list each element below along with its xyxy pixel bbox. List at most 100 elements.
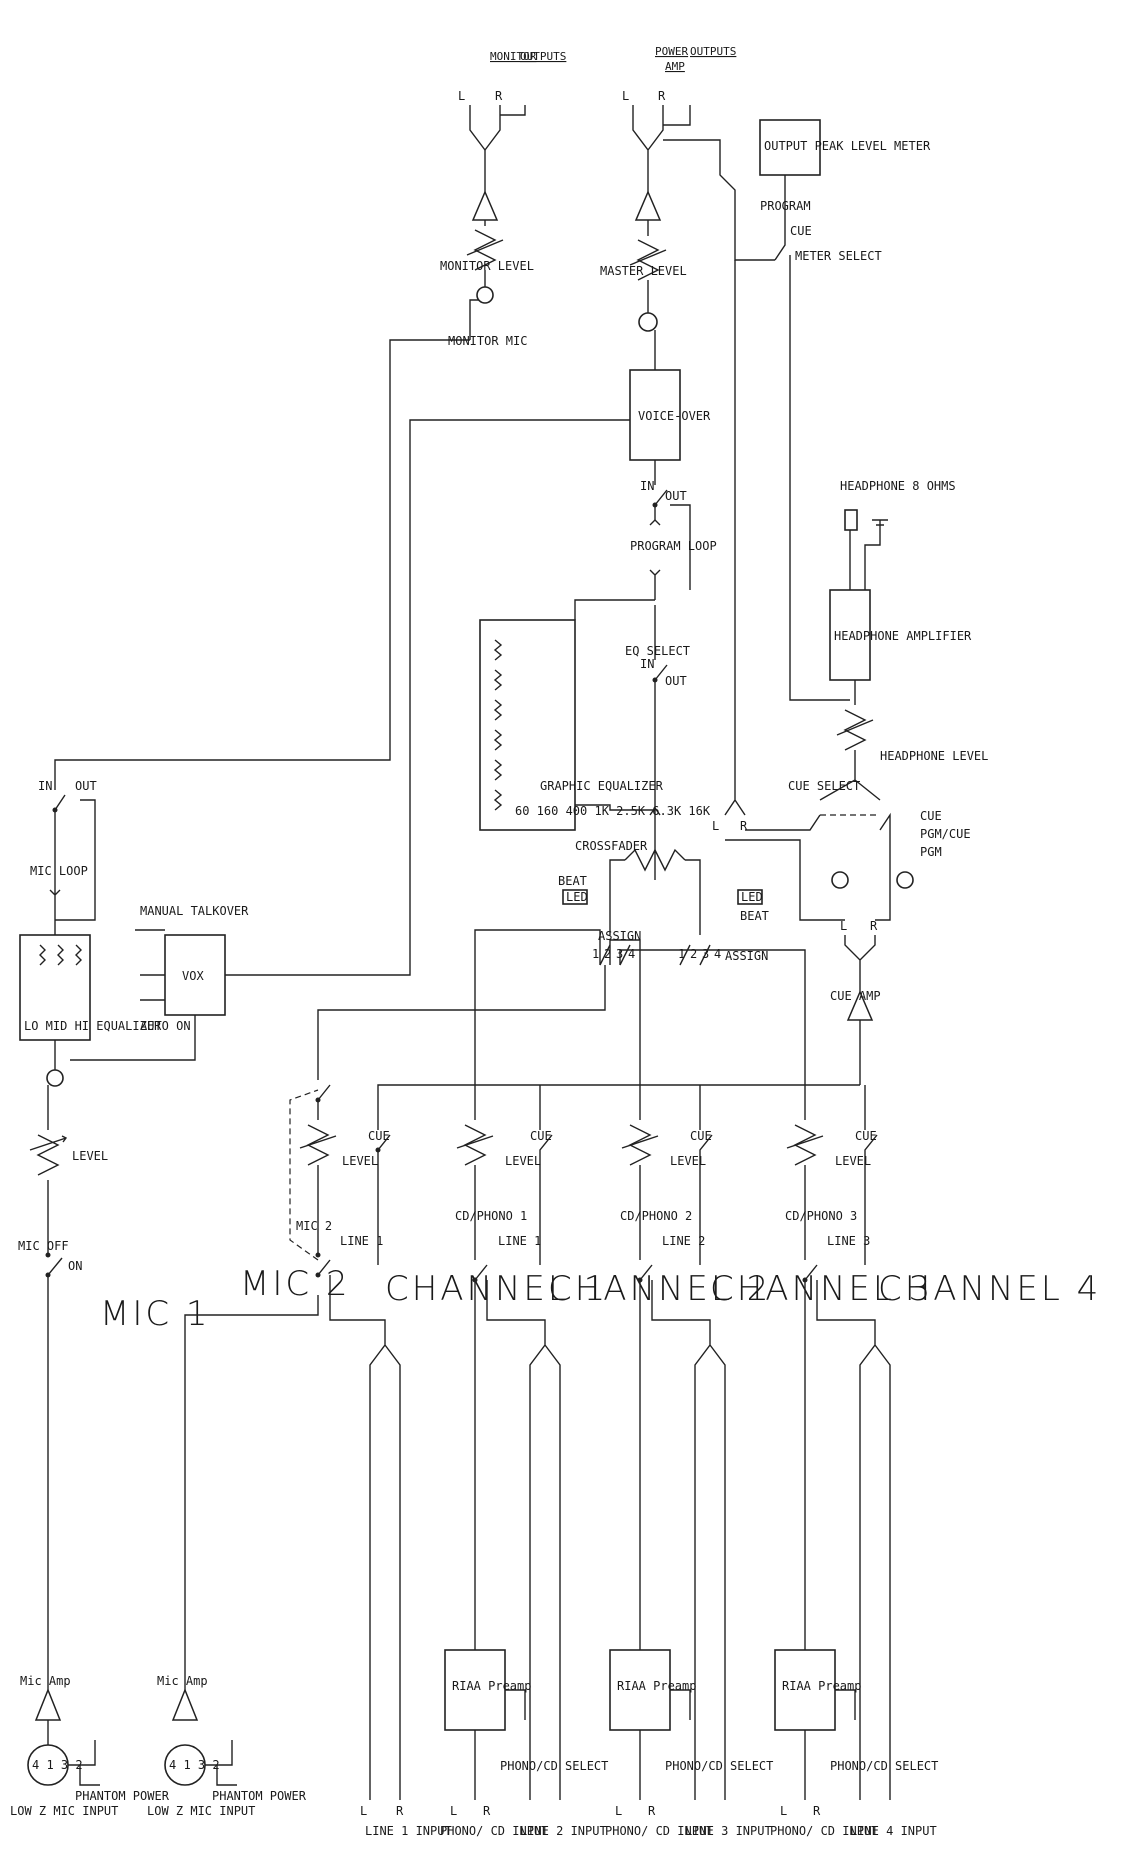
mic1-title: MIC 1 xyxy=(100,1294,211,1334)
pgm-r: R xyxy=(740,819,748,833)
ch4-cue: CUE xyxy=(855,1129,877,1143)
voice-over-block xyxy=(629,369,681,461)
ch4-jack-l: L xyxy=(780,1804,787,1818)
assign-num-3: 3 xyxy=(616,947,623,961)
pgm-l: L xyxy=(712,819,719,833)
monitor-amp-triangle xyxy=(471,190,499,221)
mic-on-label: ON xyxy=(68,1259,82,1273)
ch1-cue: CUE xyxy=(368,1129,390,1143)
channel2-title: CHANNEL 2 xyxy=(548,1269,771,1309)
mic1-chain: 4 1 3 2 Mic Amp PHANTOM POWER LOW Z MIC … xyxy=(10,339,635,1818)
mic2-channel1-chain: 4 1 3 2 Mic Amp PHANTOM POWER LOW Z MIC … xyxy=(147,965,860,1838)
eq-select-label: EQ SELECT xyxy=(625,644,690,658)
crossfader-label: CROSSFADER xyxy=(575,839,648,853)
assign-crossfader: 1 2 3 4 1 2 3 4 ASSIGN ASSIGN CROSSFADER… xyxy=(558,806,769,966)
headphone-label: HEADPHONE 8 OHMS xyxy=(840,479,956,493)
ch3-riaa: RIAA Preamp xyxy=(617,1679,696,1693)
monitor-outputs-a: MONITOR xyxy=(490,50,537,63)
graphic-eq-label: GRAPHIC EQUALIZER xyxy=(540,779,664,793)
cue-sum-node-a xyxy=(831,871,849,889)
channel4-title: CHANNEL 4 xyxy=(878,1269,1101,1309)
peak-meter-label: OUTPUT PEAK LEVEL METER xyxy=(764,139,931,153)
mic1-level-label: LEVEL xyxy=(72,1149,108,1163)
eq-in-label: IN xyxy=(640,657,654,671)
monitor-outputs-b: OUTPUTS xyxy=(520,50,566,63)
mic-eq-label: LO MID HI EQUALIZER xyxy=(24,1019,162,1033)
power-out-b: AMP xyxy=(665,60,685,73)
ch2-input-a: PHONO/ CD INPUT xyxy=(440,1824,548,1838)
ch4-src-a: CD/PHONO 3 xyxy=(785,1209,857,1223)
ch2-jack-l: L xyxy=(450,1804,457,1818)
ch4-level: LEVEL xyxy=(835,1154,871,1168)
mic-off-label: MIC OFF xyxy=(18,1239,69,1253)
cue-amp-triangle xyxy=(846,990,874,1021)
outputs: L R MONITOR OUTPUTS L R POWER AMP OUTPUT… xyxy=(458,45,931,701)
monitor-level-label: MONITOR LEVEL xyxy=(440,259,534,273)
voice-over-label: VOICE-OVER xyxy=(638,409,711,423)
graphic-eq-bands: 60 160 400 1K 2.5K 6.3K 16K xyxy=(515,804,711,818)
beat-led-a-text: LED xyxy=(566,890,588,904)
mic1-amp-label: Mic Amp xyxy=(20,1674,71,1688)
assign-num-1: 1 xyxy=(592,947,599,961)
headphone-amp-label: HEADPHONE AMPLIFIER xyxy=(834,629,972,643)
ch2-input-b: LINE 2 INPUT xyxy=(520,1824,607,1838)
monitor-mic-label: MONITOR MIC xyxy=(448,334,527,348)
channel4-chain: RIAA Preamp PHONO/CD SELECT CD/PHONO 3 L… xyxy=(619,949,1101,1838)
graphic-eq-block xyxy=(479,619,576,831)
master-level-label: MASTER LEVEL xyxy=(600,264,687,278)
assign-b-label: ASSIGN xyxy=(725,949,768,963)
channel3-title: CHANNEL 3 xyxy=(710,1269,933,1309)
ch2-src-b: LINE 1 xyxy=(498,1234,541,1248)
cue-amp-r: R xyxy=(870,919,878,933)
eq-out-label: OUT xyxy=(665,674,687,688)
ch3-cue: CUE xyxy=(690,1129,712,1143)
ch4-jack-r: R xyxy=(813,1804,821,1818)
mic1-xlr-pins: 4 1 3 2 xyxy=(32,1758,83,1772)
ch2-select: PHONO/CD SELECT xyxy=(500,1759,608,1773)
opt-pgm: PGM xyxy=(920,845,942,859)
loop-out-label: OUT xyxy=(665,489,687,503)
ch1-jack-l: L xyxy=(360,1804,367,1818)
mic2-amp-triangle xyxy=(171,1687,199,1721)
ch2-src-a: CD/PHONO 1 xyxy=(455,1209,527,1223)
mic2-title: MIC 2 xyxy=(240,1264,351,1304)
peak-meter-block xyxy=(759,119,821,176)
power-out-c: OUTPUTS xyxy=(690,45,736,58)
channel3-chain: RIAA Preamp PHONO/CD SELECT CD/PHONO 2 L… xyxy=(605,939,933,1838)
graphic-eq-program: 60 160 400 1K 2.5K 6.3K 16K GRAPHIC EQUA… xyxy=(440,150,717,831)
cue-amp-label: CUE AMP xyxy=(830,989,881,1003)
ch3-input-a: PHONO/ CD INPUT xyxy=(605,1824,713,1838)
opt-cue: CUE xyxy=(920,809,942,823)
mic1-phantom-label: PHANTOM POWER xyxy=(75,1789,170,1803)
assign-num-2b: 2 xyxy=(690,947,697,961)
mic-loop-label: MIC LOOP xyxy=(30,864,88,878)
beat-b-label: BEAT xyxy=(740,909,769,923)
power-out-a: POWER xyxy=(655,45,688,58)
ch1-jack-r: R xyxy=(396,1804,404,1818)
ch2-riaa: RIAA Preamp xyxy=(452,1679,531,1693)
loop-in-label: IN xyxy=(640,479,654,493)
mic2-input-label: LOW Z MIC INPUT xyxy=(147,1804,255,1818)
mic-loop-out: OUT xyxy=(75,779,97,793)
manual-talkover-label: MANUAL TALKOVER xyxy=(140,904,249,918)
cue-sum-node-b xyxy=(896,871,914,889)
auto-on-label: AUTO ON xyxy=(140,1019,191,1033)
ch3-level: LEVEL xyxy=(670,1154,706,1168)
mic1-amp-triangle xyxy=(34,1687,62,1721)
ch3-jack-r: R xyxy=(648,1804,656,1818)
mic-loop-in: IN xyxy=(38,779,52,793)
beat-led-b xyxy=(737,889,763,905)
ch3-src-a: CD/PHONO 2 xyxy=(620,1209,692,1223)
master-amp-triangle xyxy=(634,190,662,221)
assign-a-label: ASSIGN xyxy=(598,929,641,943)
assign-num-1b: 1 xyxy=(678,947,685,961)
master-summing-node xyxy=(638,312,658,332)
ch3-src-b: LINE 2 xyxy=(662,1234,705,1248)
headphone-jack xyxy=(844,509,858,531)
mic2-phantom-label: PHANTOM POWER xyxy=(212,1789,307,1803)
program-loop-label: PROGRAM LOOP xyxy=(630,539,717,553)
ch4-src-b: LINE 3 xyxy=(827,1234,870,1248)
meter-select-label: METER SELECT xyxy=(795,249,882,263)
assign-num-4: 4 xyxy=(628,947,635,961)
headphone-level-label: HEADPHONE LEVEL xyxy=(880,749,988,763)
